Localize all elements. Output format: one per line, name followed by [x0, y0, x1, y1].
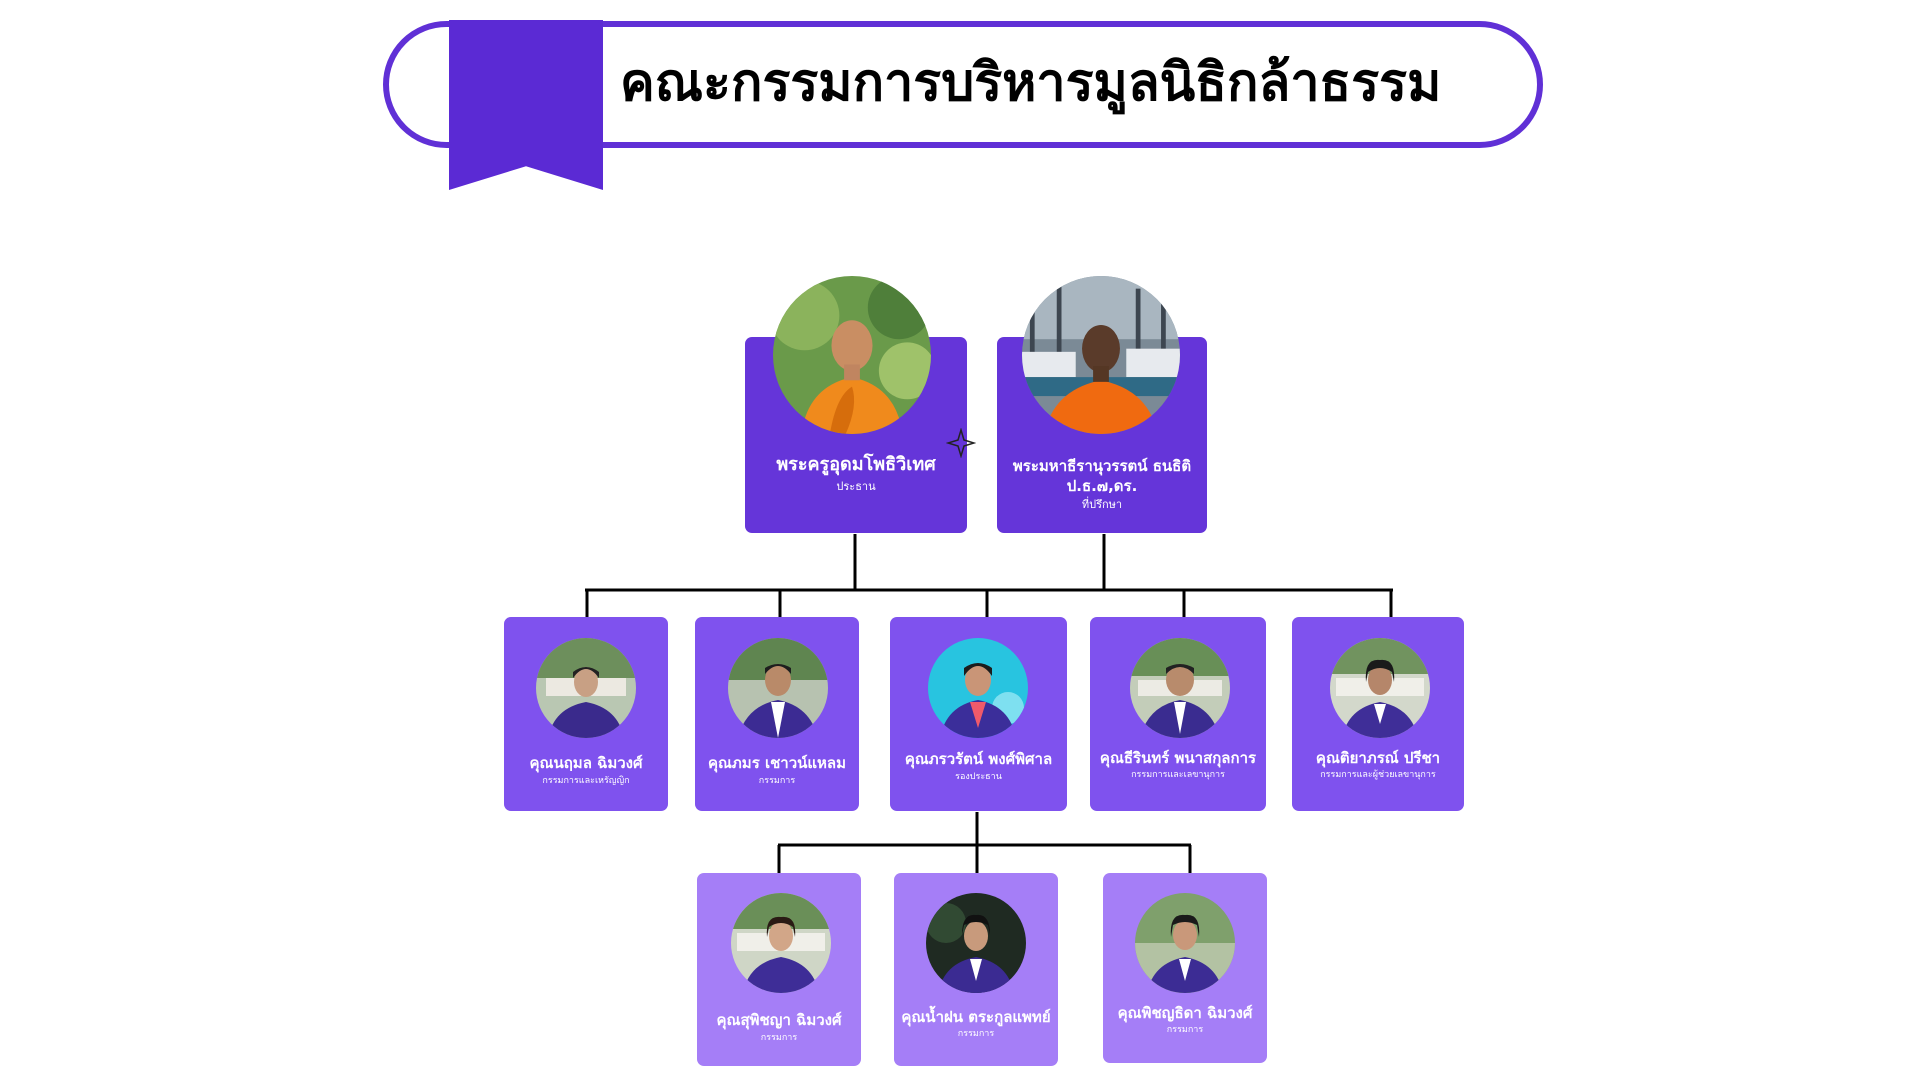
member-role: กรรมการ	[957, 1029, 995, 1039]
member-photo	[926, 893, 1026, 993]
committee-role: กรรมการและเหรัญญิก	[542, 776, 630, 786]
bookmark-ribbon-icon	[449, 20, 603, 190]
page-title: คณะกรรมการบริหารมูลนิธิกล้าธรรม	[620, 53, 1442, 113]
member-photo	[731, 893, 831, 993]
advisor-name-line1: พระมหาธีรานุวรรตน์ ธนธิติ	[1012, 457, 1192, 475]
member-photo	[1135, 893, 1235, 993]
committee-name: คุณติยาภรณ์ ปรีชา	[1315, 749, 1441, 767]
sparkle-star-icon	[946, 428, 976, 458]
member-role: กรรมการ	[760, 1033, 798, 1043]
advisor-name-line2: ป.ธ.๗,ดร.	[1066, 477, 1138, 495]
committee-name: คุณธีรินทร์ พนาสกุลการ	[1099, 749, 1257, 767]
chairman-photo	[773, 276, 931, 434]
committee-name: คุณภรวรัตน์ พงศ์พิศาล	[904, 750, 1053, 768]
committee-photo	[1130, 638, 1230, 738]
committee-name: คุณนฤมล ฉิมวงศ์	[529, 754, 643, 772]
committee-photo	[536, 638, 636, 738]
member-name: คุณน้ำฝน ตระกูลแพทย์	[901, 1008, 1051, 1026]
committee-role: กรรมการ	[758, 776, 796, 786]
committee-photo	[928, 638, 1028, 738]
committee-role: รองประธาน	[955, 772, 1002, 782]
member-name: คุณสุพิชญา ฉิมวงศ์	[716, 1011, 842, 1029]
committee-role: กรรมการและเลขานุการ	[1131, 770, 1225, 780]
chairman-name: พระครูอุดมโพธิวิเทศ	[776, 454, 936, 475]
committee-name: คุณภมร เชาวน์แหลม	[707, 754, 847, 772]
advisor-photo	[1022, 276, 1180, 434]
chairman-role: ประธาน	[836, 480, 876, 493]
advisor-role: ที่ปรึกษา	[1081, 498, 1123, 511]
committee-photo	[1330, 638, 1430, 738]
member-role: กรรมการ	[1166, 1025, 1204, 1035]
committee-photo	[728, 638, 828, 738]
committee-role: กรรมการและผู้ช่วยเลขานุการ	[1320, 770, 1436, 780]
member-name: คุณพิชญธิดา ฉิมวงศ์	[1117, 1004, 1253, 1022]
